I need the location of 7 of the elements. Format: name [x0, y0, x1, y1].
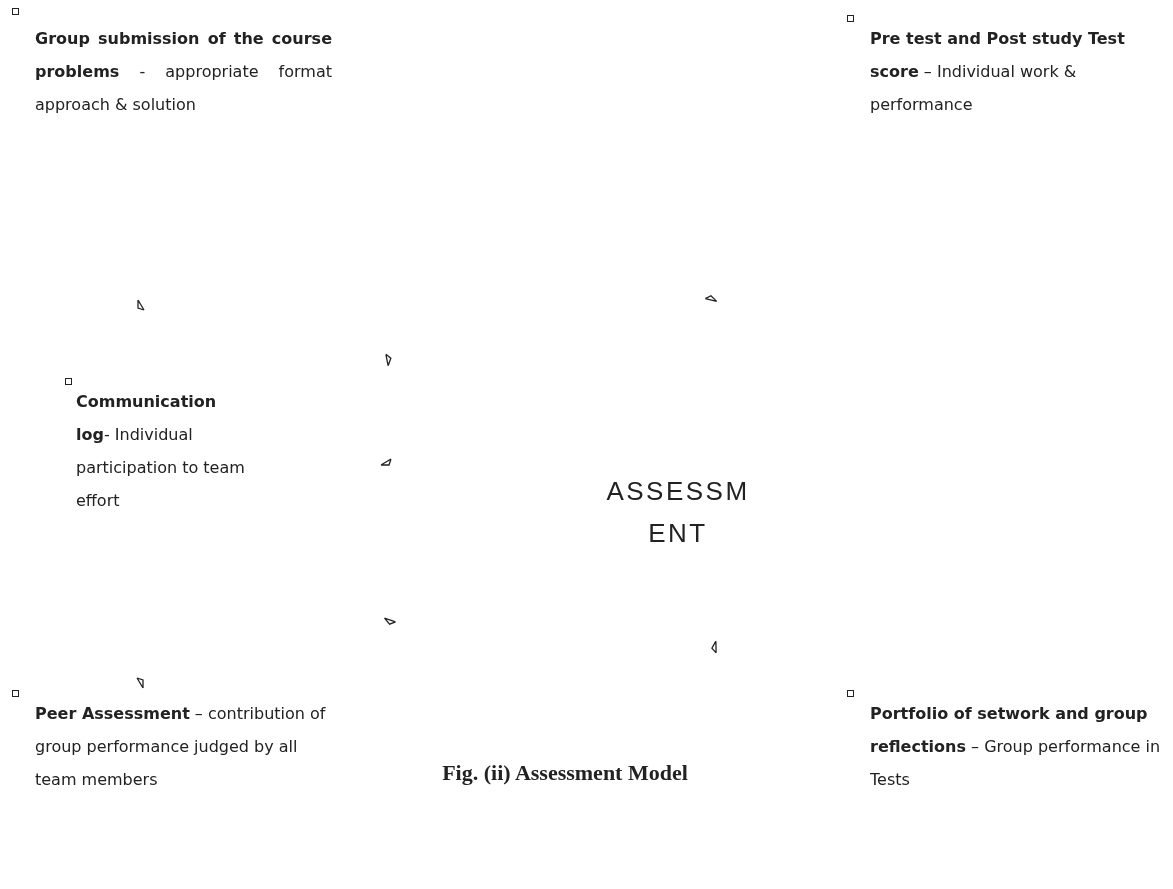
center-label: ASSESSMENT: [605, 475, 751, 550]
figure-caption: Fig. (ii) Assessment Model: [441, 760, 689, 786]
description-text: Peer Assessment – contribution of group performance judged by all team members: [35, 703, 327, 791]
description-text: Pre test and Post study Test score – Individual work & performance: [870, 28, 1126, 116]
description-text: Communication log- Individual participation to team effort: [76, 391, 246, 512]
description-text: Portfolio of setwork and group reflections – Group performance in Tests: [870, 703, 1162, 791]
description-text: Group submission of the course problems - appropriate format approach & solution: [35, 28, 332, 116]
